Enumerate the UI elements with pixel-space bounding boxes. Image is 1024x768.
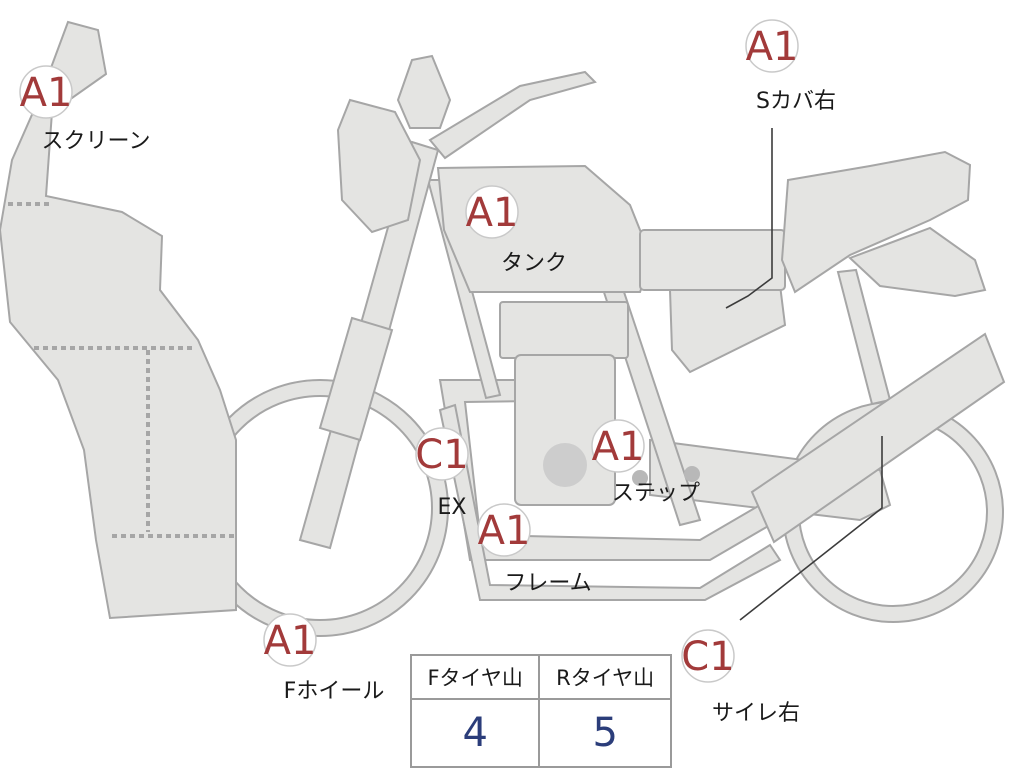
damage-code: A1 bbox=[478, 508, 531, 554]
headlight bbox=[336, 98, 422, 234]
rear-fender bbox=[848, 226, 987, 298]
part-label: Sカバ右 bbox=[756, 89, 836, 114]
side-cover-leader bbox=[725, 128, 773, 309]
front-tread-value: 4 bbox=[409, 698, 541, 768]
damage-code: C1 bbox=[681, 634, 734, 680]
damage-badge bbox=[745, 19, 799, 73]
damage-code: C1 bbox=[415, 432, 468, 478]
damage-code: A1 bbox=[592, 424, 645, 470]
callouts: A1スクリーンA1Sカバ右A1タンクC1EXA1ステップA1フレームA1Fホイー… bbox=[19, 19, 836, 726]
damage-code: A1 bbox=[746, 24, 799, 70]
tire-tread-table: Fタイヤ山 Rタイヤ山 4 5 bbox=[409, 654, 672, 768]
callout-screen: A1 スクリーン bbox=[19, 65, 151, 154]
callout-tank: A1 タンク bbox=[465, 185, 567, 276]
damage-badge bbox=[415, 427, 469, 481]
fork-slider bbox=[318, 316, 394, 442]
damage-badge bbox=[263, 613, 317, 667]
callout-step: A1 ステップ bbox=[591, 419, 700, 506]
seat-stay bbox=[836, 268, 892, 406]
part-label: タンク bbox=[501, 251, 567, 276]
damage-code: A1 bbox=[466, 190, 519, 236]
damage-badge bbox=[19, 65, 73, 119]
damage-badge bbox=[681, 629, 735, 683]
damage-badge bbox=[591, 419, 645, 473]
damage-code: A1 bbox=[264, 618, 317, 664]
callout-silencer: C1 サイレ右 bbox=[681, 629, 800, 726]
engine-cover bbox=[543, 443, 587, 487]
part-label: スクリーン bbox=[42, 129, 151, 154]
seat bbox=[780, 150, 972, 294]
rear-tread-value: 5 bbox=[538, 698, 672, 768]
callout-frame: A1 フレーム bbox=[477, 503, 592, 596]
part-label: Fホイール bbox=[284, 679, 385, 704]
damage-badge bbox=[465, 185, 519, 239]
silencer bbox=[750, 332, 1006, 544]
screen bbox=[0, 20, 237, 620]
part-label: EX bbox=[438, 495, 467, 520]
mirror bbox=[396, 54, 452, 129]
side-cover bbox=[668, 283, 787, 374]
frame-rail bbox=[639, 229, 786, 291]
front-tread-header: Fタイヤ山 bbox=[409, 654, 541, 700]
rear-tread-header: Rタイヤ山 bbox=[538, 654, 672, 700]
damage-code: A1 bbox=[20, 70, 73, 116]
step-peg-2 bbox=[684, 466, 700, 482]
part-label: ステップ bbox=[612, 481, 700, 506]
engine-head bbox=[499, 301, 629, 359]
damage-badge bbox=[477, 503, 531, 557]
part-label: サイレ右 bbox=[712, 701, 800, 726]
handlebar bbox=[428, 70, 597, 160]
step-peg-1 bbox=[632, 470, 648, 486]
silencer-leader bbox=[739, 436, 883, 621]
part-label: フレーム bbox=[504, 571, 591, 596]
